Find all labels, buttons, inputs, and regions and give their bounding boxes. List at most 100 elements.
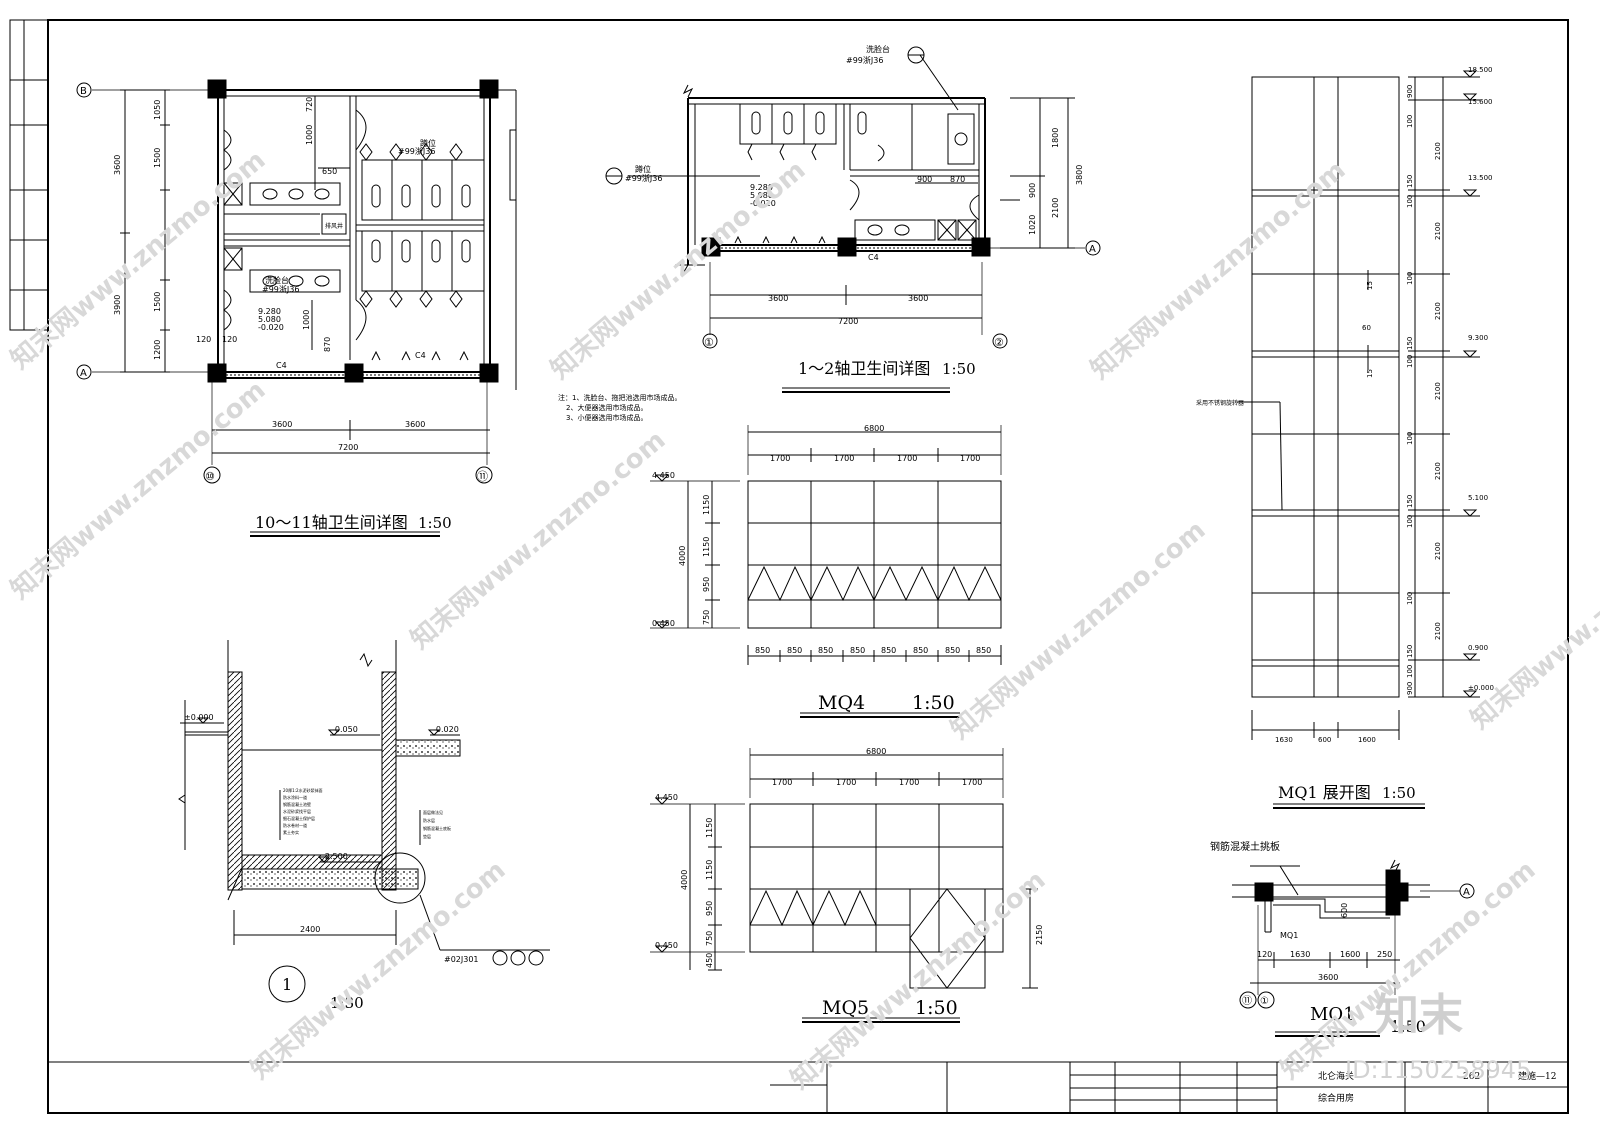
elev: 9.300 [1468,334,1488,342]
label-ref: #99浙J36 [625,173,662,183]
dim-inner: 870 [950,175,965,184]
title-mq5-scale: 1:50 [915,997,958,1019]
elev: 0.450 [652,619,675,628]
sheet-number: 建施—12 [1518,1070,1556,1082]
dim: 120 [1257,950,1272,959]
dim: 250 [1377,950,1392,959]
label-stall: 蹲位 [420,138,436,148]
watermark-text: 知末网www.znzmo.com [405,425,671,655]
dim-bottom: 850 [818,646,833,655]
dim-left: 450 [705,953,714,968]
dim-bottom: 1630 [1275,736,1293,744]
title-plan-1-2-scale: 1:50 [942,360,976,378]
layer-note: 垫层 [423,833,431,839]
elev: -0.020 [433,725,459,734]
dim: 2100 [1434,302,1442,320]
dim-bottom: 850 [913,646,928,655]
title-plan-10-11-scale: 1:50 [418,514,452,532]
axis-10: ⑩ [205,470,215,483]
dim-bottom: 3600 [405,420,425,429]
dim-left: 950 [702,577,711,592]
window: C4 [415,351,426,360]
dim-right: 1800 [1051,128,1060,148]
dim-small: 120 [222,335,237,344]
watermark-logo: 知末 [1375,990,1463,1041]
dim-left: 1050 [153,100,162,120]
axis-A-plan12: A [1089,244,1096,255]
dim: 150 [1406,337,1414,350]
mq1-plan [1232,859,1475,1037]
axis-B: B [80,86,87,97]
note-line: 注：1、洗脸台、拖把池选用市场成品。 [558,393,681,402]
label-sink: 洗脸台 [265,275,289,285]
label-ref: #99浙J36 [262,284,299,294]
title-plan-1-2: 1～2轴卫生间详图 [798,359,930,378]
watermark-text: 知末网www.znzmo.com [1465,505,1600,735]
dim-right: 2100 [1051,198,1060,218]
dim-left: 1150 [705,860,714,880]
dim: 1600 [1340,950,1360,959]
dim: 900 [1406,85,1414,98]
dim-mid: 60 [1362,324,1371,332]
dim: 600 [1340,903,1349,918]
elev: 9.280 [750,183,773,192]
watermark-text: 知末网www.znzmo.com [5,375,271,605]
dim-inner: 1000 [305,125,314,145]
elev: 4.450 [652,471,675,480]
layer-note: 面层做法见 [423,809,443,815]
axis-1: ① [704,336,714,349]
detail-1-number: 1 [282,975,292,994]
dim-left: 3900 [113,295,122,315]
window: C4 [868,253,879,262]
dim: 100 [1406,355,1414,368]
dim-bottom: 850 [976,646,991,655]
dim-top: 1700 [962,778,982,787]
dim-bottom: 7200 [838,317,858,326]
dim-inner: 900 [917,175,932,184]
dim-top: 1700 [899,778,919,787]
layer-note: 水泥砂浆找平层 [283,808,311,814]
layer-note: 防水涂料一道 [283,794,307,800]
dim-left: 750 [702,610,711,625]
dim: 2100 [1434,462,1442,480]
dim-bottom: 3600 [768,294,788,303]
elev: 0.900 [1468,644,1488,652]
elev: ±0.000 [184,713,214,722]
layer-note: 钢筋混凝土底板 [423,825,451,831]
dim-bottom: 600 [1318,736,1331,744]
elev: 5.100 [1468,494,1488,502]
title-mq4-scale: 1:50 [912,692,955,714]
title-mq1-scale: 1:50 [1390,1017,1426,1036]
dim-top: 1700 [960,454,980,463]
dim-mid: 15 [1366,369,1374,378]
dim: 100 [1406,592,1414,605]
elev: 13.500 [1468,174,1493,182]
dim-inner: 1000 [302,310,311,330]
dim: 2100 [1434,222,1442,240]
elev: -0.020 [258,323,284,332]
elev: -2.500 [322,852,348,861]
dim: 3600 [1318,973,1338,982]
dim: 100 [1406,432,1414,445]
mq4-elevation [650,425,1002,718]
dim-mid: 15 [1366,281,1374,290]
dim-top: 1700 [836,778,856,787]
dim: 2100 [1434,622,1442,640]
axis-11-mq1: ⑪ [1242,995,1252,1007]
axis-1-mq1: ① [1260,996,1269,1007]
axis-A-mq1: A [1463,887,1470,898]
elev: ±0.000 [1468,684,1494,692]
dim-bottom: 7200 [338,443,358,452]
layer-note: 20厚1:2水泥砂浆抹面 [283,787,323,793]
dim: 2100 [1434,382,1442,400]
dim: 1630 [1290,950,1310,959]
dim-bottom: 1600 [1358,736,1376,744]
label-slab: 钢筋混凝土挑板 [1210,840,1280,853]
dim-bottom: 3600 [272,420,292,429]
axis-A: A [80,368,87,379]
dim-inner: 650 [322,167,337,176]
dim-left: 750 [705,931,714,946]
dim-left: 1150 [702,537,711,557]
elev: 9.280 [258,307,281,316]
dim: 150 [1406,495,1414,508]
